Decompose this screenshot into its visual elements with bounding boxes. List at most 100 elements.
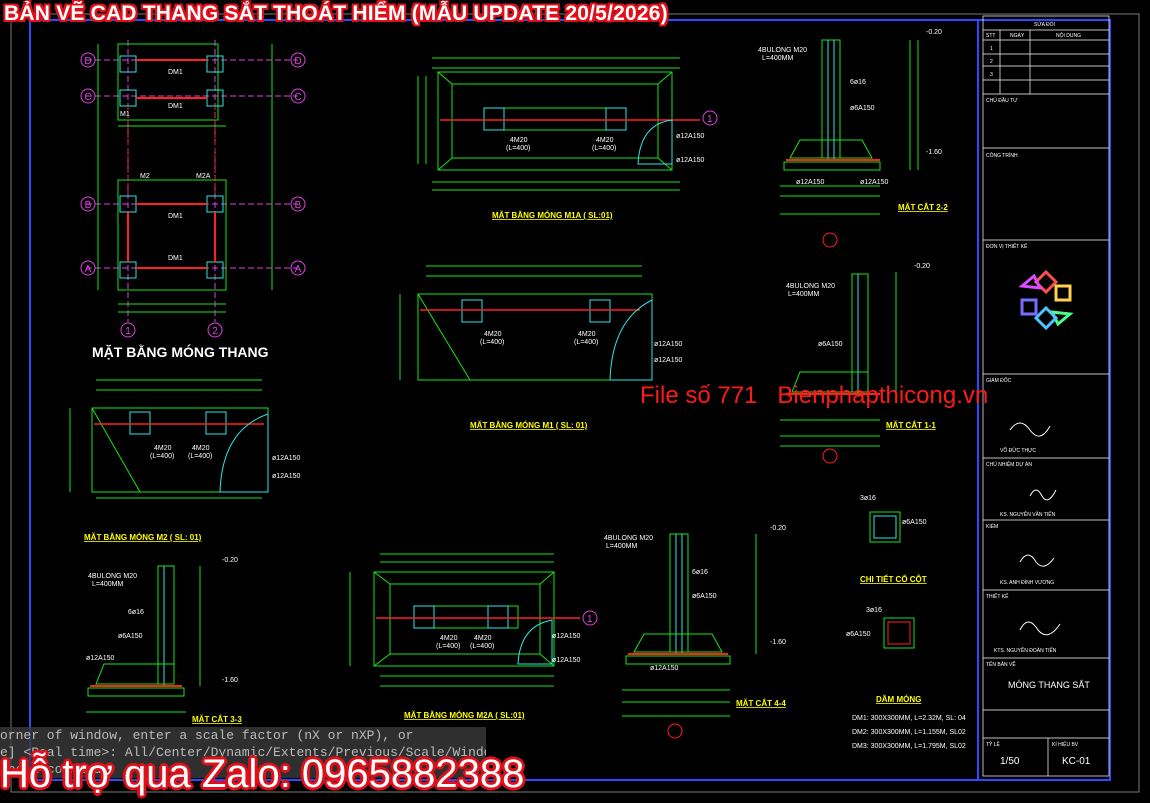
signature-icon xyxy=(1019,554,1055,567)
section-2-2 xyxy=(780,39,919,215)
grid-label: C xyxy=(294,92,301,103)
signer-name: KS. ANH ĐÌNH VƯƠNG xyxy=(1000,579,1054,586)
signature-icon xyxy=(1029,489,1057,501)
beam-list-item: DM1: 300X300MM, L=2.32M, SL: 04 xyxy=(852,715,966,722)
grid-label: 1 xyxy=(587,614,593,625)
section-1-1 xyxy=(780,272,897,447)
grid-label: D xyxy=(84,56,91,67)
bolt-length: (L=400) xyxy=(470,643,494,650)
grid-label: A xyxy=(85,264,92,275)
bolt-length: (L=400) xyxy=(188,453,212,460)
rebar-label: 6ø16 xyxy=(850,79,866,86)
revision-col: NGÀY xyxy=(1010,32,1025,39)
rebar-label: ø12A150 xyxy=(796,179,825,186)
footing-m1a-plan xyxy=(417,57,700,191)
grid-label: B xyxy=(295,200,302,211)
grid-label: A xyxy=(295,264,302,275)
grid-label: B xyxy=(85,200,92,211)
section-marker xyxy=(667,723,683,739)
grid-bubble xyxy=(702,110,718,126)
rebar-label: ø12A150 xyxy=(552,633,581,640)
grid-label: C xyxy=(84,92,91,103)
section-label: ĐƠN VỊ THIẾT KẾ xyxy=(986,243,1028,250)
foundation-plan xyxy=(86,40,298,322)
drawing-name-label: TÊN BẢN VẼ xyxy=(986,660,1016,668)
titleblock xyxy=(982,15,1110,777)
bolt-label: 4BULONG M20 xyxy=(786,283,835,290)
watermark: File số 771 Bienphapthicong.vn xyxy=(640,382,1008,410)
footing-label: M1 xyxy=(120,111,130,118)
watermark-file: File số 771 xyxy=(640,382,758,409)
elevation-label: -1.60 xyxy=(222,677,238,684)
bolt-length: (L=400) xyxy=(592,145,616,152)
bolt-label: 4M20 xyxy=(474,635,492,642)
bolt-length: L=400MM xyxy=(92,581,123,588)
scale-label: TỶ LỆ xyxy=(986,740,1001,748)
sheet-number: KC-01 xyxy=(1062,756,1091,767)
rebar-label: ø12A150 xyxy=(552,657,581,664)
grid-label: 1 xyxy=(707,114,713,125)
bolt-label: 4M20 xyxy=(596,137,614,144)
grid-label: 2 xyxy=(212,326,218,337)
grid-label: 1 xyxy=(125,326,131,337)
m2-plan-title: MẶT BẰNG MÓNG M2 ( SL: 01) xyxy=(84,533,202,542)
signature-icon xyxy=(1009,422,1051,437)
section-label: KIỂM xyxy=(986,523,998,530)
section-label: THIẾT KẾ xyxy=(986,593,1009,600)
footing-label: M2A xyxy=(196,173,211,180)
plan-title: MẶT BẰNG MÓNG THANG xyxy=(92,343,269,360)
section-4-4 xyxy=(622,533,757,717)
bolt-label: 4M20 xyxy=(578,331,596,338)
grid-label: D xyxy=(294,56,301,67)
rebar-label: ø12A150 xyxy=(676,157,705,164)
m1a-plan-title: MẶT BẰNG MÓNG M1A ( SL:01) xyxy=(492,211,613,220)
section-marker xyxy=(822,448,838,464)
elevation-label: -0.20 xyxy=(926,29,942,36)
signer-name: KTS. NGUYỄN ĐOÀN TIẾN xyxy=(994,647,1057,654)
section-label: GIÁM ĐỐC xyxy=(986,377,1012,384)
section-2-2-title: MẶT CẮT 2-2 xyxy=(898,203,948,212)
rebar-label: 3ø16 xyxy=(860,495,876,502)
column-detail-title: CHI TIẾT CỔ CỘT xyxy=(860,574,927,584)
rebar-label: ø12A150 xyxy=(272,473,301,480)
bolt-label: 4BULONG M20 xyxy=(88,573,137,580)
company-logo-icon xyxy=(1018,269,1074,331)
rebar-label: ø12A150 xyxy=(650,665,679,672)
section-3-3-title: MẶT CẮT 3-3 xyxy=(192,715,242,724)
elevation-label: -1.60 xyxy=(770,639,786,646)
revision-col: NỘI DUNG xyxy=(1056,32,1081,39)
elevation-label: -0.20 xyxy=(770,525,786,532)
overlay-title: BẢN VẼ CAD THANG SẮT THOÁT HIỂM (MẪU UPD… xyxy=(4,2,668,25)
section-label: CHỦ NHIỆM DỰ ÁN xyxy=(986,460,1032,468)
bolt-label: 4BULONG M20 xyxy=(758,47,807,54)
revision-header: SỬA ĐỔI xyxy=(1034,21,1055,28)
beam-list-item: DM3: 300X300MM, L=1.795M, SL02 xyxy=(852,743,966,750)
elevation-label: -0.20 xyxy=(222,557,238,564)
command-input[interactable]: ype a command xyxy=(0,761,486,778)
watermark-site: Bienphapthicong.vn xyxy=(777,382,989,409)
beam-label: DM1 xyxy=(168,213,183,220)
section-4-4-title: MẶT CẮT 4-4 xyxy=(736,699,786,708)
sheet-outer-frame xyxy=(10,13,1140,793)
bolt-label: 4M20 xyxy=(510,137,528,144)
revision-row: 3 xyxy=(990,72,993,78)
section-3-3 xyxy=(86,565,201,713)
m1-plan-title: MẶT BẰNG MÓNG M1 ( SL: 01) xyxy=(470,421,588,430)
section-marker xyxy=(822,232,838,248)
footing-plan-left xyxy=(69,379,269,499)
revision-row: 1 xyxy=(990,46,993,52)
beam-label: DM1 xyxy=(168,255,183,262)
bolt-length: (L=400) xyxy=(506,145,530,152)
command-history-line: e] <Real time>: All/Center/Dynamic/Exten… xyxy=(0,744,486,761)
revision-row: 2 xyxy=(990,59,993,65)
column-neck-detail xyxy=(869,511,915,649)
bolt-label: 4M20 xyxy=(484,331,502,338)
beam-label: DM1 xyxy=(168,69,183,76)
bolt-label: 4M20 xyxy=(440,635,458,642)
scale-value: 1/50 xyxy=(1000,756,1020,767)
footing-m1-plan xyxy=(399,265,653,381)
bolt-length: L=400MM xyxy=(606,543,637,550)
footing-m2a-plan xyxy=(349,553,580,687)
sheet-label: KÍ HIỆU BV xyxy=(1052,740,1079,748)
